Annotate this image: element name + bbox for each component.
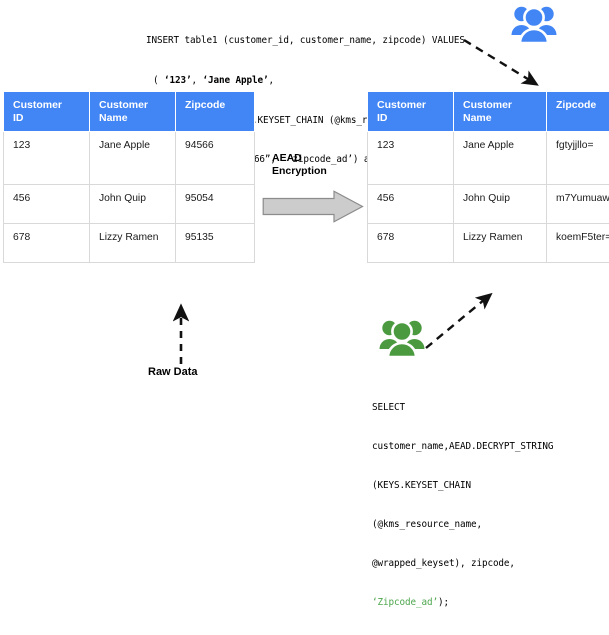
- reader-people-group-icon: [378, 316, 426, 360]
- insert-line-2: ( ‘123’, ‘Jane Apple’,: [153, 74, 465, 87]
- cell-customer-id: 123: [4, 132, 90, 185]
- raw-data-label: Raw Data: [148, 366, 198, 378]
- raw-data-dashed-arrow: [173, 300, 189, 366]
- insert-line-2-suffix: ,: [268, 75, 274, 86]
- select-sql-statement: SELECT customer_name,AEAD.DECRYPT_STRING…: [372, 375, 553, 635]
- header-text-line1: Zipcode: [185, 99, 225, 111]
- select-line-6-tail: );: [438, 597, 449, 608]
- table-row: 123 Jane Apple 94566: [4, 132, 255, 185]
- cell-zipcode: 95135: [176, 224, 255, 263]
- table-row: 123 Jane Apple fgtyjjllo=: [368, 132, 609, 185]
- insert-line-2-prefix: (: [153, 75, 164, 86]
- header-text-line2: ID: [13, 112, 24, 124]
- cell-zipcode: koemF5ter=: [547, 224, 609, 263]
- select-line-6: ‘Zipcode_ad’);: [372, 596, 553, 609]
- insert-line-1: INSERT table1 (customer_id, customer_nam…: [146, 34, 465, 47]
- column-header-zipcode: Zipcode: [547, 92, 609, 132]
- cell-customer-id: 456: [4, 185, 90, 224]
- column-header-zipcode: Zipcode: [176, 92, 255, 132]
- header-text-line2: Name: [99, 112, 128, 124]
- insert-to-table-dashed-arrow: [462, 36, 550, 92]
- cell-customer-name: Lizzy Ramen: [454, 224, 547, 263]
- select-line-5: @wrapped_keyset), zipcode,: [372, 557, 553, 570]
- diagram-canvas: INSERT table1 (customer_id, customer_nam…: [0, 0, 609, 469]
- select-line-4: (@kms_resource_name,: [372, 518, 553, 531]
- table-row: 678 Lizzy Ramen 95135: [4, 224, 255, 263]
- cell-zipcode: 94566: [176, 132, 255, 185]
- select-line-2: customer_name,AEAD.DECRYPT_STRING: [372, 440, 553, 453]
- cell-customer-name: Lizzy Ramen: [90, 224, 176, 263]
- aead-encryption-block-arrow-icon: [262, 190, 364, 223]
- cell-customer-id: 678: [368, 224, 454, 263]
- table-row: 456 John Quip 95054: [4, 185, 255, 224]
- header-text-line1: Zipcode: [556, 99, 596, 111]
- cell-zipcode: fgtyjjllo=: [547, 132, 609, 185]
- select-to-table-dashed-arrow: [424, 288, 500, 350]
- header-text-line1: Customer: [463, 99, 512, 111]
- table-row: 456 John Quip m7Yumuawqry: [368, 185, 609, 224]
- cell-customer-name: John Quip: [90, 185, 176, 224]
- insert-line-2-mid: ,: [192, 75, 203, 86]
- select-line-3: (KEYS.KEYSET_CHAIN: [372, 479, 553, 492]
- cell-customer-name: John Quip: [454, 185, 547, 224]
- cell-customer-name: Jane Apple: [90, 132, 176, 185]
- aead-label-line1: AEAD: [272, 152, 302, 164]
- aead-label-line2: Encryption: [272, 165, 327, 177]
- header-text-line2: Name: [463, 112, 492, 124]
- header-text-line1: Customer: [377, 99, 426, 111]
- cell-zipcode: 95054: [176, 185, 255, 224]
- select-line-1: SELECT: [372, 401, 553, 414]
- insert-literal-customer-id: ‘123’: [164, 75, 192, 86]
- header-text-line1: Customer: [99, 99, 148, 111]
- insert-literal-customer-name: ‘Jane Apple’: [203, 75, 269, 86]
- cell-customer-id: 456: [368, 185, 454, 224]
- cell-customer-id: 123: [368, 132, 454, 185]
- header-text-line2: ID: [377, 112, 388, 124]
- cell-customer-name: Jane Apple: [454, 132, 547, 185]
- select-literal-zipcode-ad: ‘Zipcode_ad’: [372, 597, 438, 608]
- cell-zipcode: m7Yumuawqry: [547, 185, 609, 224]
- header-text-line1: Customer: [13, 99, 62, 111]
- cell-customer-id: 678: [4, 224, 90, 263]
- table-row: 678 Lizzy Ramen koemF5ter=: [368, 224, 609, 263]
